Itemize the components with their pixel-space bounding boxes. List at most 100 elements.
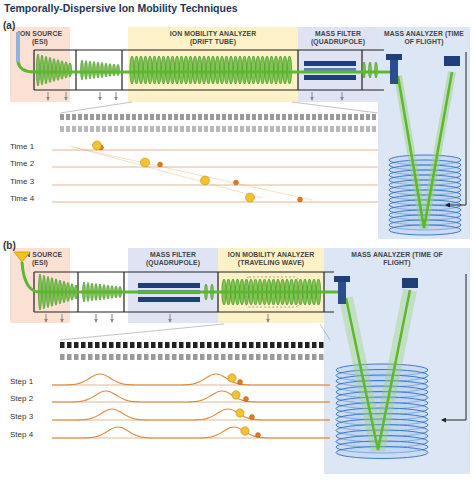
timing-bars [277, 354, 282, 360]
timing-bars [300, 126, 304, 132]
electrode-ring [274, 56, 278, 84]
detector [386, 54, 460, 66]
ion-packet [236, 409, 244, 417]
electrode-ring [188, 56, 192, 84]
timing-bars [282, 126, 286, 132]
electrode-ring [289, 279, 293, 305]
quadrupole-rod [304, 68, 356, 72]
timing-bars [319, 354, 324, 360]
timing-bars [270, 126, 274, 132]
step-label: Step 3 [10, 412, 33, 421]
timing-bars [336, 114, 340, 120]
timing-bars [312, 126, 316, 132]
electrode-ring [111, 286, 114, 299]
timing-bars [138, 126, 142, 132]
timing-bars [354, 126, 358, 132]
electrode-ring [70, 284, 73, 301]
electrode-ring [369, 62, 372, 78]
timing-bars [186, 114, 190, 120]
timing-bars [179, 354, 184, 360]
timing-bars [298, 342, 303, 348]
timing-bars [123, 342, 128, 348]
quadrupole-rod [138, 283, 200, 302]
electrode-ring [211, 56, 215, 84]
source-region: ION SOURCE (ESI) [10, 248, 70, 323]
electrode-ring [249, 279, 253, 305]
electrode-ring [220, 56, 224, 84]
detector [386, 54, 402, 60]
ion-packet [232, 391, 240, 399]
timing-bars [151, 354, 156, 360]
timing-bars [228, 126, 232, 132]
timing-bars [78, 126, 82, 132]
electrode-ring [205, 284, 208, 300]
time-label: Time 1 [10, 142, 34, 151]
electrode-ring [93, 62, 96, 79]
timing-bars [137, 354, 142, 360]
ion-funnel [36, 54, 71, 86]
timing-bars [256, 342, 261, 348]
region-heading: ION SOURCE (ESI) [12, 30, 68, 46]
timing-bars [60, 114, 376, 120]
electrode-ring [97, 62, 100, 78]
timing-bars [96, 126, 100, 132]
timing-bars [330, 126, 334, 132]
filter-region: MASS FILTER (QUADRUPOLE) [298, 27, 378, 102]
electrode-ring [262, 279, 266, 305]
timing-bars [162, 114, 166, 120]
electrode-ring [85, 61, 88, 80]
timing-bars [108, 114, 112, 120]
electrode-ring [54, 279, 57, 305]
electrode-ring [105, 63, 108, 77]
timing-bars [222, 126, 226, 132]
timing-bars [207, 342, 212, 348]
ion-packet [244, 397, 249, 402]
electrode-ring [253, 279, 257, 305]
timing-bars [200, 342, 205, 348]
electrode-ring [115, 286, 118, 298]
timing-bars [180, 126, 184, 132]
timing-bars [234, 114, 238, 120]
ion-packet [234, 180, 239, 185]
electrode-ring [363, 62, 366, 78]
timing-bars [158, 354, 163, 360]
reflectron-plate [336, 419, 428, 431]
leader-line [60, 324, 330, 340]
electrode-ring [287, 56, 291, 84]
reflectron-plate [389, 185, 461, 195]
traveling-wave [52, 391, 330, 402]
timing-bars [216, 126, 220, 132]
timing-bars [130, 354, 135, 360]
electrode-ring [42, 275, 45, 309]
electrode-ring [224, 56, 228, 84]
esi-needle [16, 32, 20, 62]
timing-bars [263, 354, 268, 360]
pump-arrow [46, 314, 47, 322]
timing-bars [270, 114, 274, 120]
timing-bars [132, 114, 136, 120]
pump-arrow [96, 314, 97, 322]
electrode-ring [40, 55, 43, 85]
time-axis [52, 185, 378, 186]
electrode-ring [283, 56, 287, 84]
timing-bars [198, 114, 202, 120]
timing-bars [193, 342, 198, 348]
timing-bars [222, 114, 226, 120]
timing-bars [291, 342, 296, 348]
electrode-ring [91, 283, 94, 301]
pump-arrow [112, 314, 113, 322]
electrode-ring [58, 280, 61, 304]
electrode-ring [256, 56, 260, 84]
reflectron-plate [389, 220, 461, 230]
timing-bars [132, 126, 136, 132]
timing-bars [144, 114, 148, 120]
electrode-ring [197, 56, 201, 84]
timing-bars [114, 114, 118, 120]
reflectron-plate [389, 180, 461, 190]
timing-bars [288, 114, 292, 120]
electrode-ring [50, 278, 53, 307]
timing-bars [305, 354, 310, 360]
timing-bars [168, 126, 172, 132]
timing-bars [252, 126, 256, 132]
